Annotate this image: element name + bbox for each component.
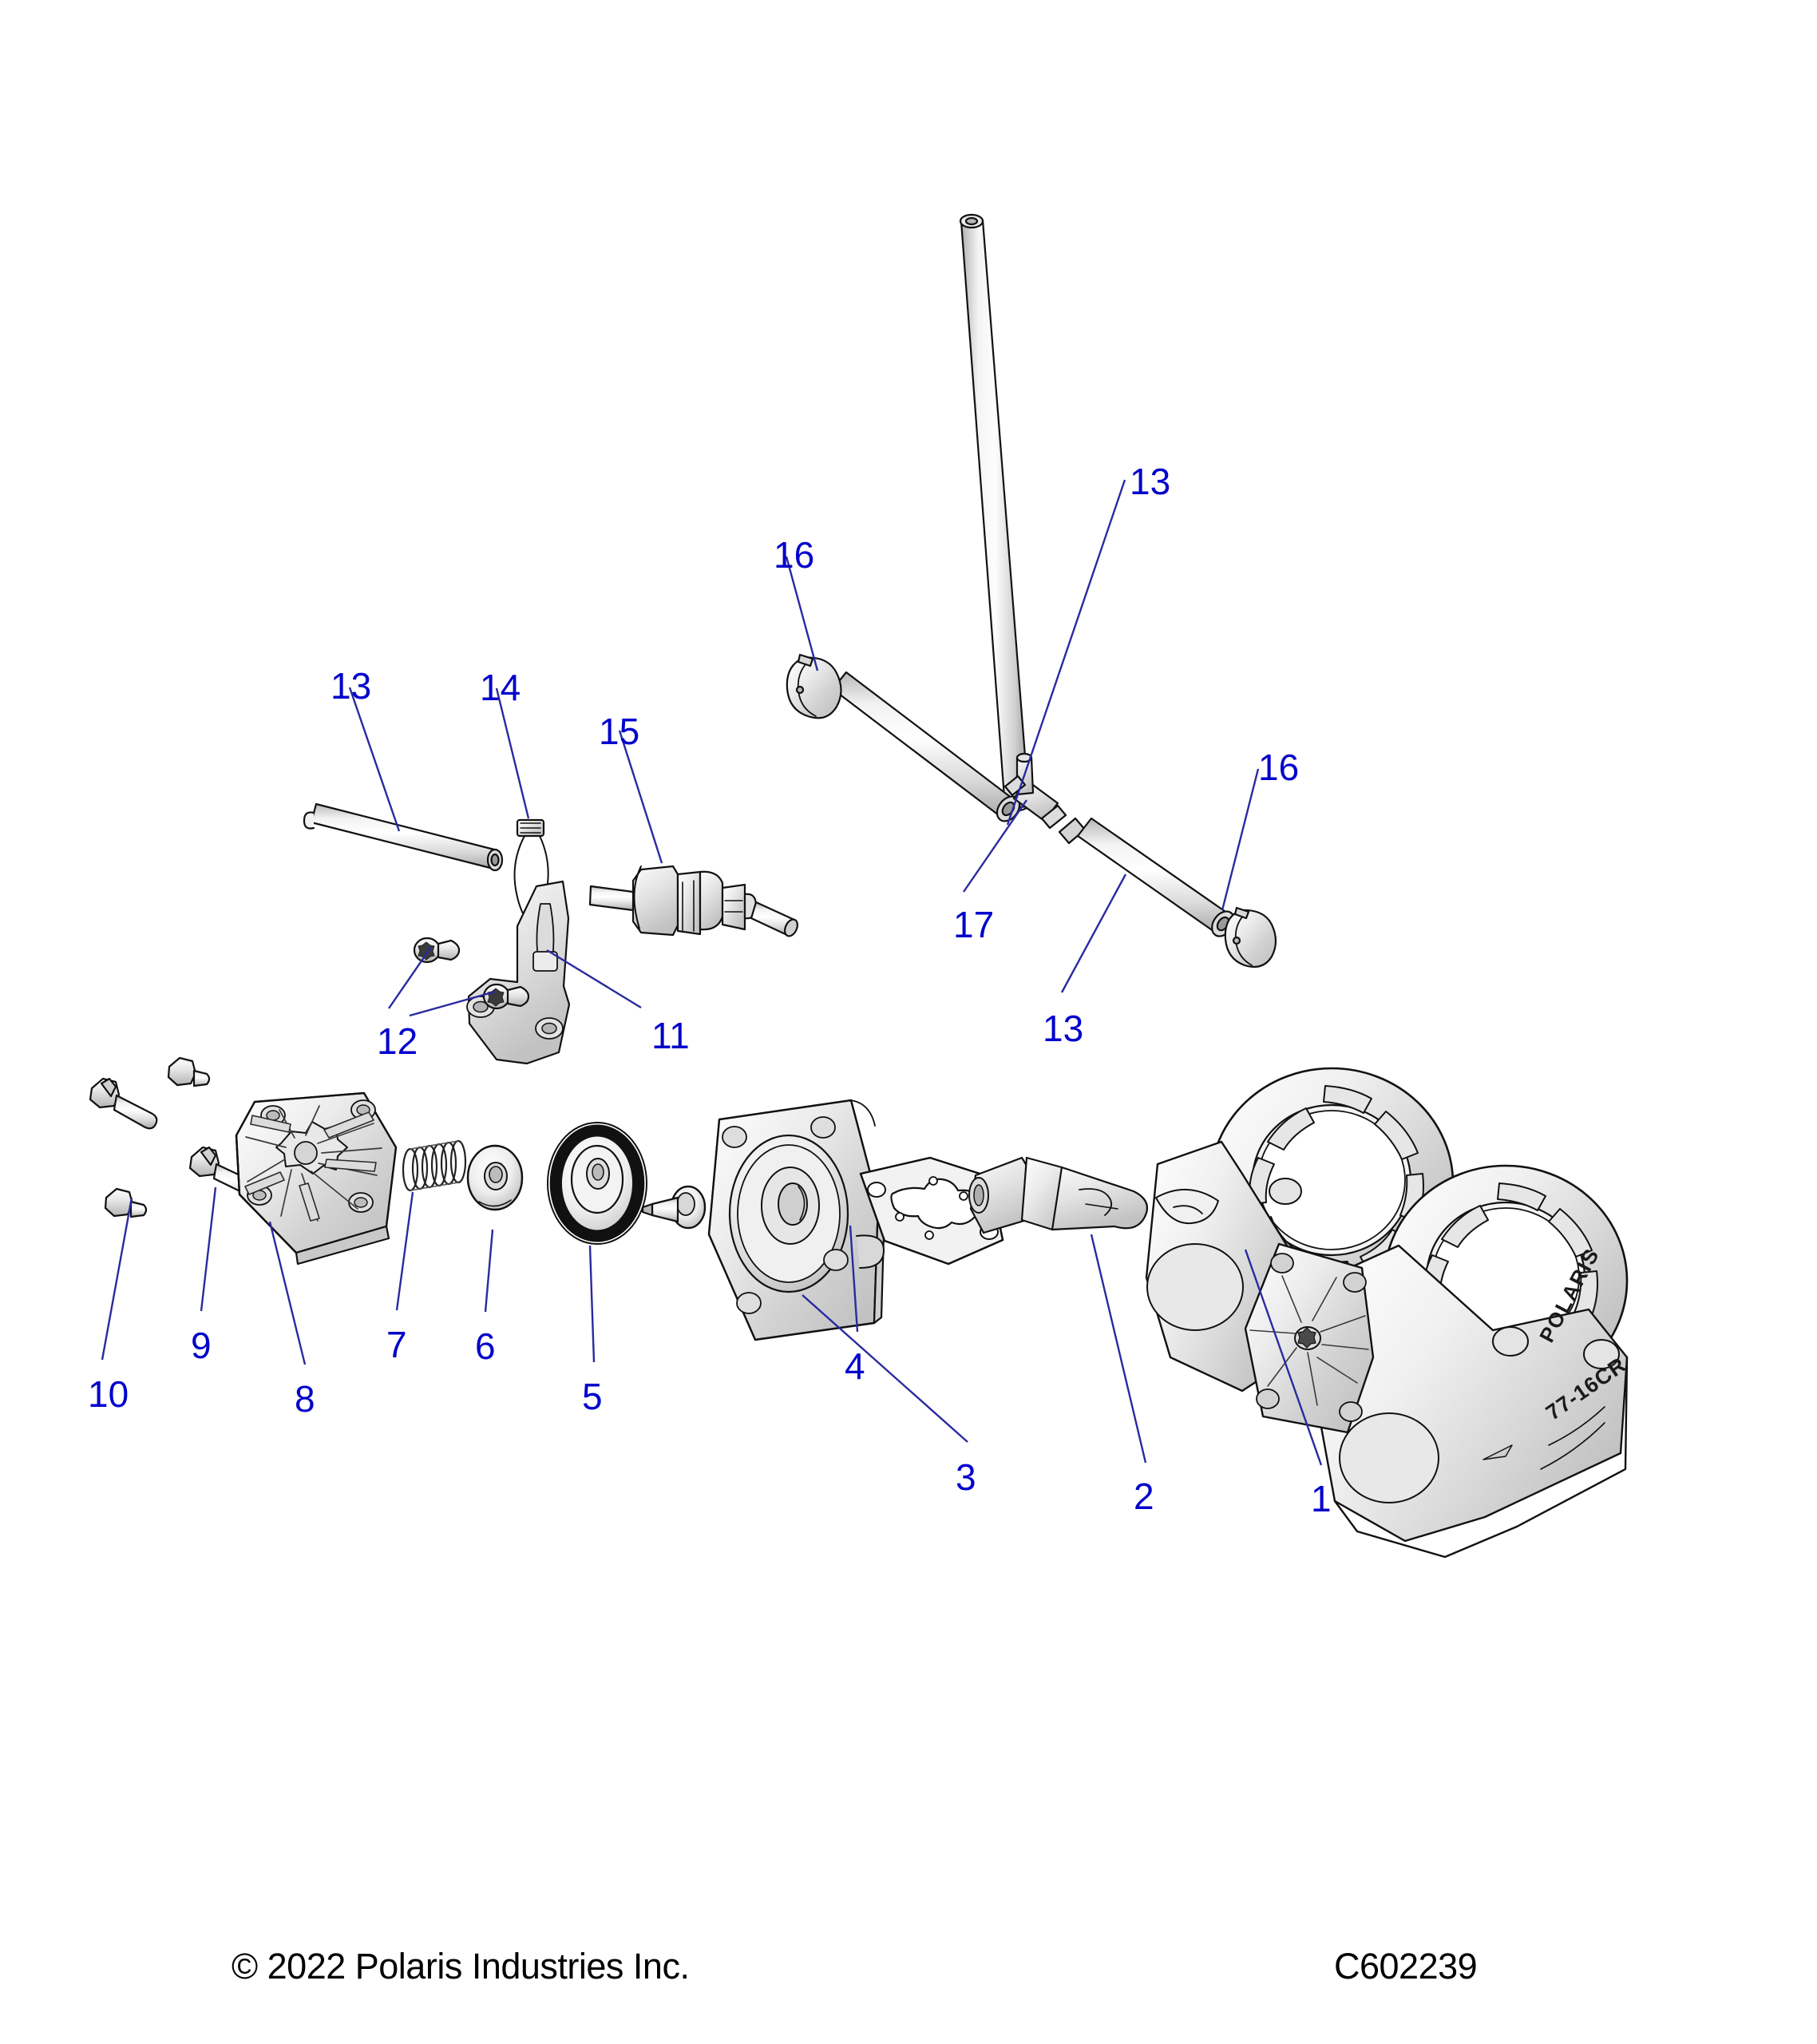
leader-line-11 [546, 949, 642, 1009]
callout-spring-retainer[interactable]: 6 [475, 1325, 496, 1367]
copyright-notice: © 2022 Polaris Industries Inc. [232, 1946, 690, 1987]
leader-line-14 [495, 687, 530, 819]
leader-line-3 [802, 1294, 968, 1443]
part-exhaust-valve-blade [968, 1156, 1148, 1234]
leader-line-16 [785, 556, 819, 671]
callout-bolt-long[interactable]: 9 [191, 1325, 212, 1366]
leader-line-13c [1060, 873, 1127, 993]
part-cylinder-block [1145, 1067, 1629, 1559]
part-torx-screw-2 [482, 983, 530, 1010]
leader-line-13b [1006, 479, 1126, 826]
leader-line-10 [101, 1197, 133, 1361]
leader-line-7 [395, 1191, 414, 1311]
part-valve-pin [641, 1185, 707, 1230]
part-compression-spring [402, 1139, 467, 1192]
callout-tee-fitting[interactable]: 17 [953, 904, 995, 945]
callout-solenoid-valve[interactable]: 15 [599, 711, 640, 752]
part-valve-cover [235, 1091, 398, 1266]
part-bolt-long [89, 1077, 158, 1130]
leader-line-6 [484, 1229, 494, 1313]
part-clamp-lower-right [1224, 906, 1277, 969]
callout-hose-clip[interactable]: 14 [480, 667, 521, 708]
leader-line-9 [200, 1186, 217, 1312]
callout-hose[interactable]: 13 [331, 665, 372, 707]
callout-valve-gasket[interactable]: 2 [1134, 1476, 1154, 1517]
leader-line-12a [388, 946, 432, 1009]
callout-valve-cover[interactable]: 8 [295, 1378, 315, 1420]
part-clamp-upper-left [786, 653, 842, 719]
callout-compression-spring[interactable]: 7 [386, 1324, 407, 1365]
part-hose-clip [513, 818, 549, 920]
callout-valve-pin[interactable]: 4 [845, 1345, 865, 1387]
part-solenoid-valve [588, 865, 798, 937]
callout-hose-clamp[interactable]: 16 [774, 534, 815, 576]
leader-line-15 [618, 730, 663, 864]
callout-hose[interactable]: 13 [1130, 461, 1171, 502]
callout-valve-housing[interactable]: 3 [956, 1456, 976, 1498]
callout-torx-screw[interactable]: 12 [377, 1020, 418, 1062]
callout-exhaust-valve-blade[interactable]: 1 [1311, 1478, 1332, 1519]
leader-line-2 [1090, 1234, 1147, 1464]
leader-line-1 [1244, 1249, 1323, 1466]
leader-line-16b [1221, 768, 1260, 911]
leader-line-12b [409, 990, 496, 1017]
leader-line-5 [588, 1245, 596, 1363]
part-diaphragm [547, 1122, 647, 1245]
part-valve-gasket [859, 1156, 1004, 1266]
drawing-number: C602239 [1334, 1946, 1478, 1987]
leader-line-13 [348, 687, 401, 832]
leader-line-4 [849, 1225, 859, 1333]
part-torx-screw-1 [413, 937, 461, 964]
callout-mounting-bracket[interactable]: 11 [651, 1015, 690, 1056]
leader-line-17 [963, 799, 1027, 893]
callout-hose-clamp[interactable]: 16 [1258, 747, 1300, 788]
part-spring-retainer [466, 1144, 524, 1211]
part-hose-left [303, 802, 504, 872]
callout-diaphragm[interactable]: 5 [582, 1376, 603, 1417]
part-valve-housing [707, 1099, 886, 1341]
callout-bolt-short[interactable]: 10 [88, 1373, 129, 1415]
leader-line-8 [268, 1221, 307, 1365]
part-bolt-short-1 [167, 1056, 211, 1087]
part-mounting-bracket [466, 880, 571, 1065]
installed-valve-cover [1244, 1242, 1375, 1434]
callout-hose[interactable]: 13 [1043, 1008, 1084, 1049]
